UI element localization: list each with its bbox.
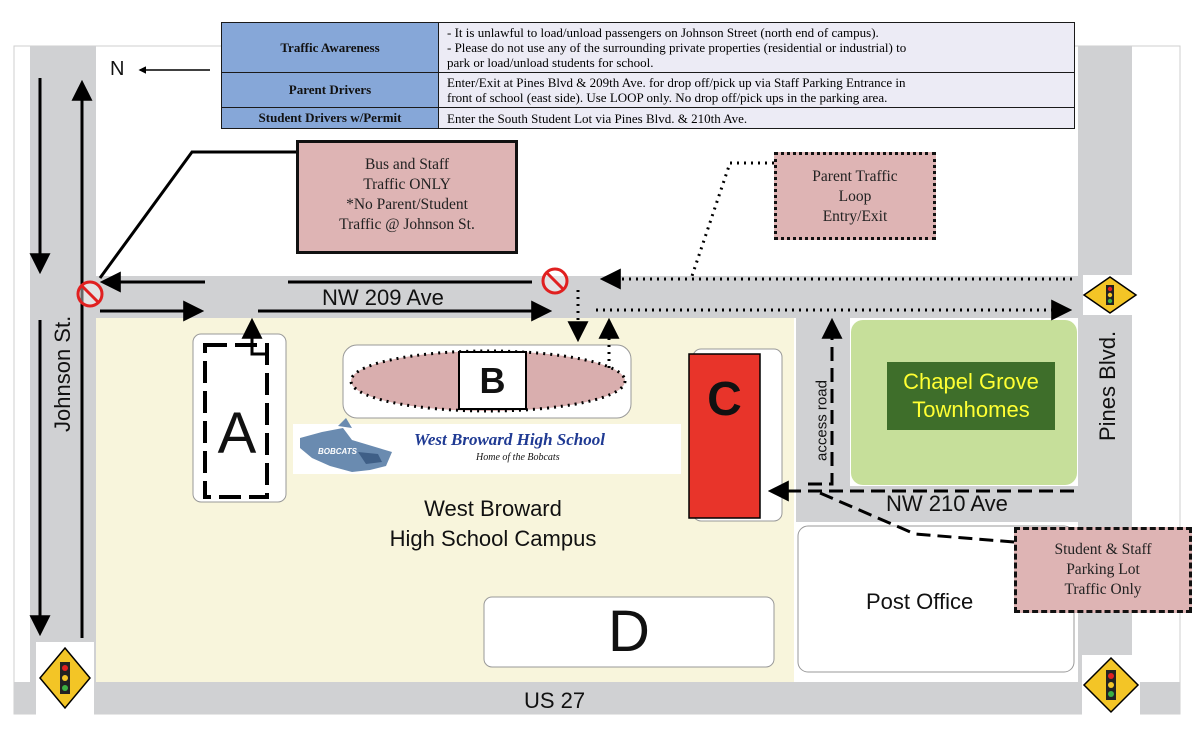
table-line: park or load/unload students for school. [447, 55, 654, 70]
school-logo-name: West Broward High School [414, 430, 605, 449]
bus-callout-leader [98, 150, 298, 279]
townhomes-label-line: Chapel Grove [903, 369, 1039, 394]
table-row-body: - It is unlawful to load/unload passenge… [438, 22, 1075, 73]
campus-label-line: High School Campus [389, 526, 597, 551]
callout-line: Parking Lot [1066, 561, 1140, 578]
townhomes-label: Chapel Grove Townhomes [887, 368, 1055, 424]
callout-line: Bus and Staff [364, 156, 450, 173]
building-d-label: D [608, 599, 650, 664]
callout-line: Entry/Exit [822, 208, 888, 225]
post-office-label: Post Office [866, 589, 974, 614]
table-line: - It is unlawful to load/unload passenge… [447, 25, 879, 40]
table-line: front of school (east side). Use LOOP on… [447, 90, 888, 105]
parent-callout-leader [690, 161, 774, 277]
mascot-text: BOBCATS [318, 447, 357, 456]
bus-staff-callout: Bus and Staff Traffic ONLY *No Parent/St… [296, 140, 518, 254]
traffic-rules-table: Traffic Awareness - It is unlawful to lo… [221, 22, 1075, 129]
building-a-label: A [217, 401, 257, 466]
callout-line: *No Parent/Student [346, 196, 468, 213]
us27-road [14, 682, 1180, 714]
pines-blvd-label: Pines Blvd. [1095, 330, 1120, 441]
callout-line: Loop [838, 188, 872, 205]
building-c-label: C [707, 373, 742, 426]
school-logo-tagline: Home of the Bobcats [476, 452, 560, 463]
traffic-light-icon [1082, 275, 1139, 315]
callout-line: Traffic ONLY [363, 176, 451, 193]
student-callout-leader [819, 491, 1015, 544]
table-row: Traffic Awareness - It is unlawful to lo… [221, 22, 1075, 73]
building-c [688, 353, 761, 519]
no-entry-icon [541, 267, 569, 295]
table-line: Enter/Exit at Pines Blvd & 209th Ave. fo… [447, 75, 906, 90]
table-row-title: Parent Drivers [221, 72, 439, 108]
callout-line: Traffic @ Johnson St. [339, 216, 475, 233]
access-road-label: access road [813, 380, 831, 461]
nw210-label: NW 210 Ave [886, 491, 1008, 516]
building-d [483, 596, 775, 668]
table-row: Parent Drivers Enter/Exit at Pines Blvd … [221, 72, 1075, 108]
no-entry-icon [76, 280, 104, 308]
table-row: Student Drivers w/Permit Enter the South… [221, 107, 1075, 129]
access-road-north-arrow [808, 317, 843, 486]
townhomes-label-line: Townhomes [912, 397, 1030, 422]
building-a-lot [192, 333, 287, 503]
nw209-road [96, 276, 1078, 318]
traffic-light-icon [36, 642, 94, 716]
table-line: Enter the South Student Lot via Pines Bl… [447, 110, 748, 126]
townhomes-label-bg [887, 362, 1055, 430]
table-line: - Please do not use any of the surroundi… [447, 40, 907, 55]
student-parking-callout: Student & Staff Parking Lot Traffic Only [1014, 527, 1192, 613]
table-row-body: Enter the South Student Lot via Pines Bl… [438, 107, 1075, 129]
building-b-label: B [479, 360, 506, 401]
callout-line: Student & Staff [1054, 541, 1152, 558]
north-label: N [110, 58, 125, 80]
building-b-box [458, 351, 527, 410]
table-row-body: Enter/Exit at Pines Blvd & 209th Ave. fo… [438, 72, 1075, 108]
building-a-entry-arrow [241, 317, 268, 356]
bobcat-mascot-icon [300, 418, 392, 472]
table-row-title: Traffic Awareness [221, 22, 439, 73]
johnson-street-label: Johnson St. [50, 315, 75, 432]
us27-label: US 27 [524, 688, 586, 713]
callout-line: Traffic Only [1064, 581, 1142, 598]
campus-label: West Broward High School Campus [340, 494, 646, 554]
building-a-outline [203, 343, 269, 499]
table-row-title: Student Drivers w/Permit [221, 107, 439, 129]
callout-line: Parent Traffic [812, 168, 898, 185]
nw209-label: NW 209 Ave [322, 285, 444, 310]
parent-loop-callout: Parent Traffic Loop Entry/Exit [774, 152, 936, 240]
campus-label-line: West Broward [424, 496, 562, 521]
traffic-light-icon [1082, 655, 1140, 715]
